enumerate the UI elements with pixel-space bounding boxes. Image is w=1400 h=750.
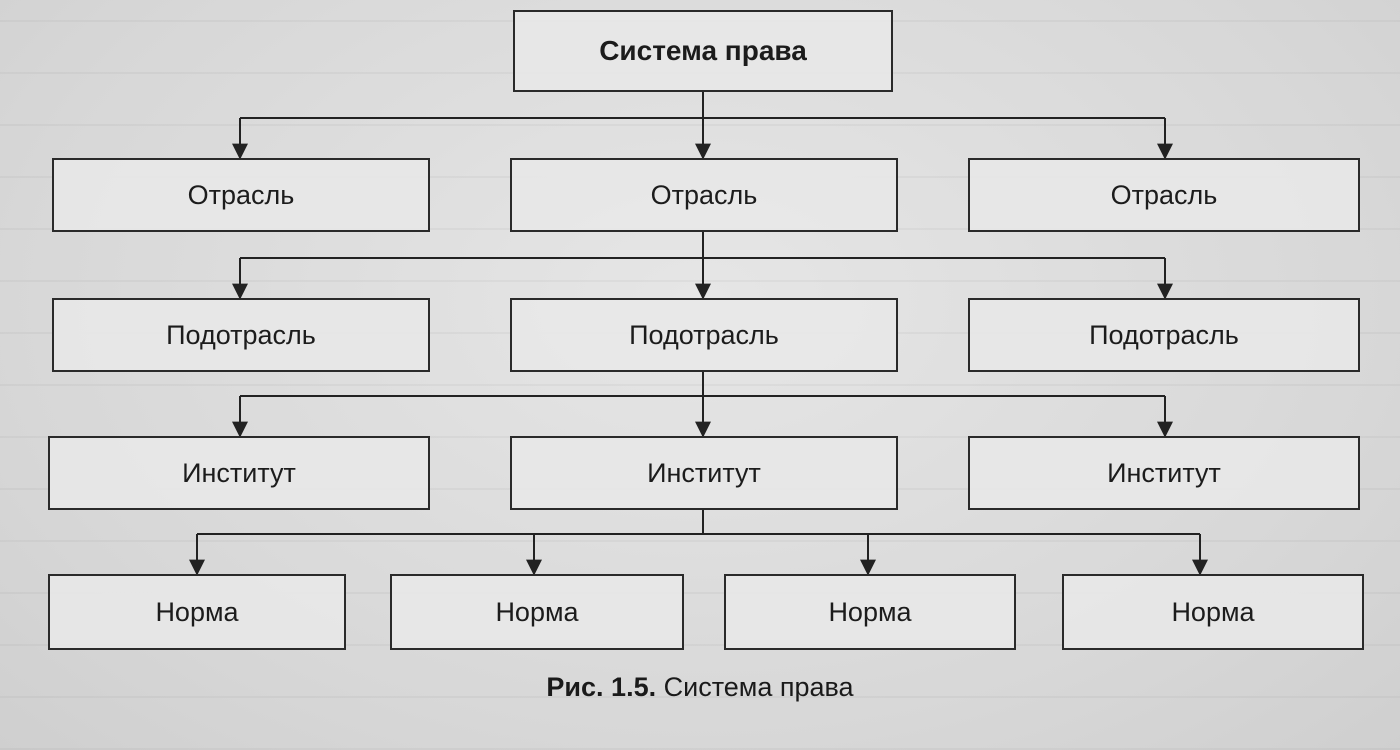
figure-number: Рис. 1.5. bbox=[546, 672, 657, 702]
node-subbranch-3: Подотрасль bbox=[968, 298, 1360, 372]
node-norm-label: Норма bbox=[828, 596, 912, 627]
node-norm-label: Норма bbox=[1171, 596, 1255, 627]
node-branch-3: Отрасль bbox=[968, 158, 1360, 232]
node-norm-4: Норма bbox=[1062, 574, 1364, 650]
node-institute-1: Институт bbox=[48, 436, 430, 510]
node-norm-2: Норма bbox=[390, 574, 684, 650]
figure-caption: Рис. 1.5. Система права bbox=[0, 672, 1400, 703]
node-institute-label: Институт bbox=[647, 457, 761, 488]
node-institute-label: Институт bbox=[182, 457, 296, 488]
node-subbranch-2: Подотрасль bbox=[510, 298, 898, 372]
node-institute-2: Институт bbox=[510, 436, 898, 510]
node-norm-label: Норма bbox=[495, 596, 579, 627]
node-root-label: Система права bbox=[599, 35, 807, 66]
figure-title: Система права bbox=[663, 672, 854, 702]
node-institute-3: Институт bbox=[968, 436, 1360, 510]
node-norm-1: Норма bbox=[48, 574, 346, 650]
node-institute-label: Институт bbox=[1107, 457, 1221, 488]
node-branch-label: Отрасль bbox=[187, 179, 295, 210]
node-subbranch-label: Подотрасль bbox=[629, 319, 779, 350]
node-branch-1: Отрасль bbox=[52, 158, 430, 232]
node-subbranch-label: Подотрасль bbox=[1089, 319, 1239, 350]
node-branch-2: Отрасль bbox=[510, 158, 898, 232]
node-subbranch-1: Подотрасль bbox=[52, 298, 430, 372]
node-norm-3: Норма bbox=[724, 574, 1016, 650]
node-root: Система права bbox=[513, 10, 893, 92]
node-branch-label: Отрасль bbox=[1110, 179, 1218, 210]
node-branch-label: Отрасль bbox=[650, 179, 758, 210]
node-subbranch-label: Подотрасль bbox=[166, 319, 316, 350]
node-norm-label: Норма bbox=[155, 596, 239, 627]
